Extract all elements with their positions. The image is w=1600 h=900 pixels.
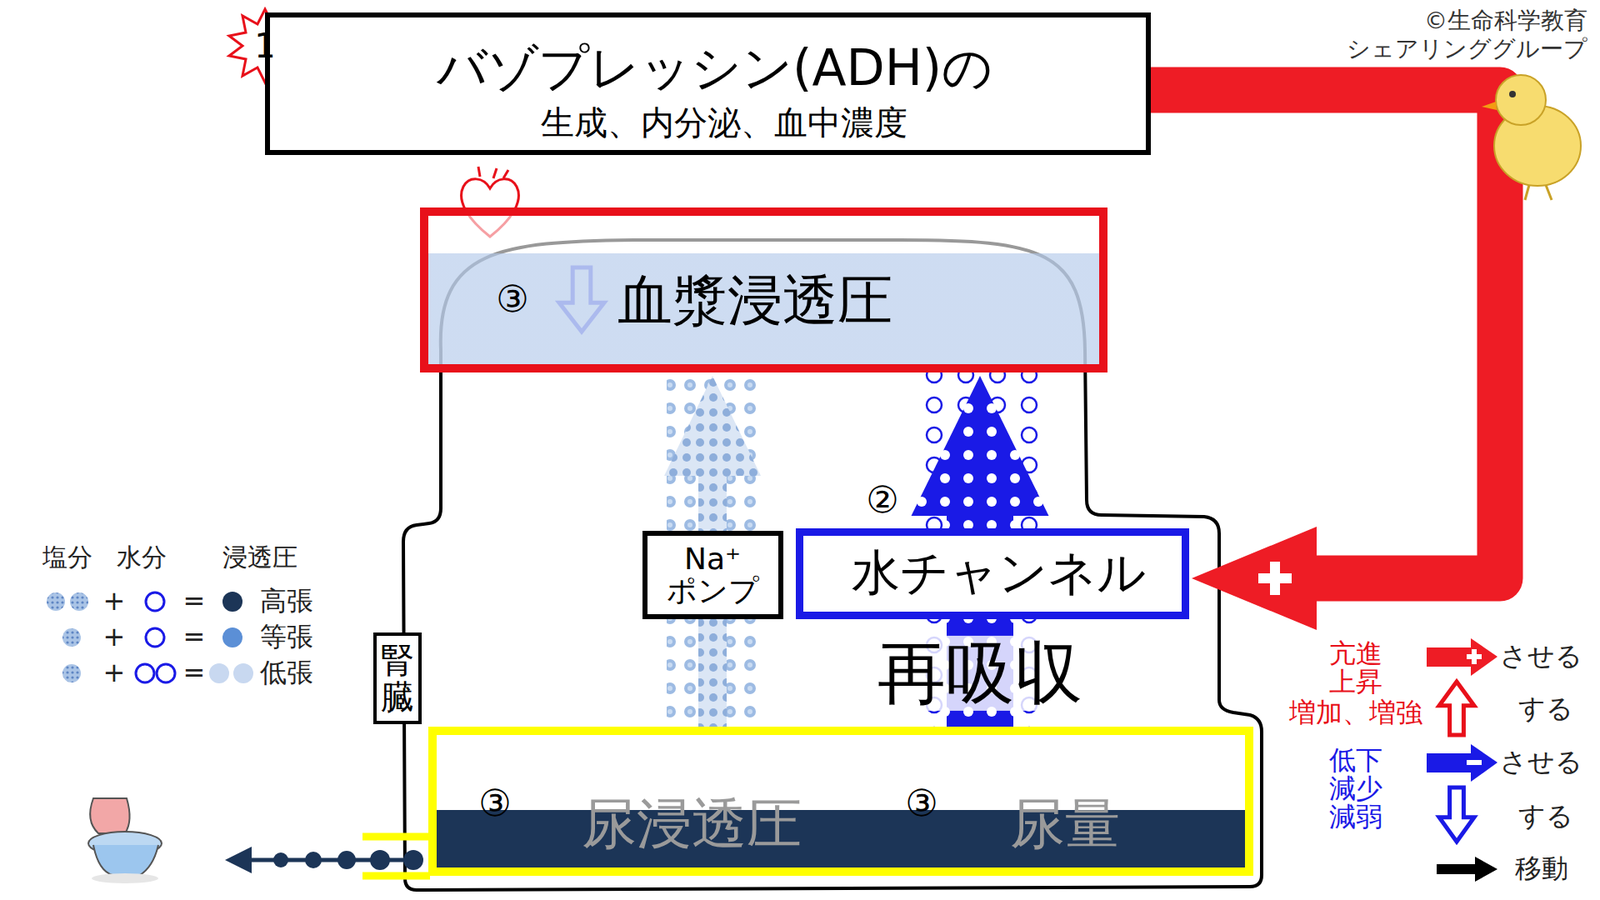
flow-arrow xyxy=(664,375,761,531)
node-text: 水チャンネル xyxy=(851,546,1146,600)
legend-swatch xyxy=(222,591,243,612)
legend-increase-arrow xyxy=(1426,638,1498,676)
legend-text: させる xyxy=(1500,747,1583,777)
swatch-dot xyxy=(233,663,254,684)
arrow-shaft xyxy=(698,619,727,727)
legend-text: する xyxy=(1518,694,1574,724)
chick-illustration xyxy=(1481,75,1581,200)
label-text: = xyxy=(183,622,206,652)
label-text: = xyxy=(183,586,206,616)
label-text: = xyxy=(183,658,206,688)
arrow-head xyxy=(1191,526,1317,630)
label-text: 亢進 上昇 xyxy=(1325,639,1387,696)
legend-swatch xyxy=(209,663,254,684)
node-text: 尿量 xyxy=(1010,794,1120,855)
callout-number: ③ xyxy=(478,783,511,824)
label-text: 増加、増強 xyxy=(1289,698,1423,728)
label-text: + xyxy=(103,622,126,652)
decrease-arrow xyxy=(1439,787,1475,842)
copyright-note: ©生命科学教育 シェアリンググループ xyxy=(1337,6,1588,63)
legend-text: 高張 xyxy=(260,586,314,616)
arrow-head xyxy=(911,375,1050,516)
organ-label-box: 腎臓 xyxy=(373,632,422,725)
label-text: 再吸収 xyxy=(872,635,1088,711)
channel-box: 水チャンネル xyxy=(795,528,1190,620)
plus-sign xyxy=(1270,561,1280,595)
callout-number: ③ xyxy=(905,783,938,824)
label-text: 塩分 xyxy=(42,543,93,571)
legend-text: する xyxy=(1518,801,1574,831)
arrow-shaft xyxy=(698,472,727,531)
legend-move-arrow xyxy=(1436,856,1498,882)
legend-text: 低張 xyxy=(260,658,314,688)
swatch-dot xyxy=(222,627,243,648)
stimulation-arrow xyxy=(1150,90,1500,630)
urine-flow-arrow xyxy=(225,846,424,874)
callout-number: ③ xyxy=(495,279,529,320)
node-text: Na⁺ ポンプ xyxy=(658,543,767,607)
toilet-icon xyxy=(88,798,162,884)
legend-text: 等張 xyxy=(260,622,314,652)
callout-number: 1 xyxy=(254,27,275,65)
label-text: 浸透圧 xyxy=(222,543,298,571)
urine-box: 尿浸透圧 尿量 xyxy=(428,726,1254,876)
arrow-head xyxy=(664,375,761,476)
arrow-symbols xyxy=(377,40,1498,882)
swatch-dot xyxy=(209,663,230,684)
label-text: 水分 xyxy=(116,543,167,571)
pump-box: Na⁺ ポンプ xyxy=(642,530,784,620)
exit-tube xyxy=(362,836,430,876)
node-text: 生成、内分泌、血中濃度 xyxy=(540,104,908,141)
label-text: + xyxy=(103,586,126,616)
increase-arrow xyxy=(1439,681,1475,735)
node-text: 血漿浸透圧 xyxy=(617,270,893,332)
node-text: 尿浸透圧 xyxy=(581,794,802,855)
swatch-dot xyxy=(222,591,243,612)
legend-swatches xyxy=(209,591,254,684)
legend-swatch xyxy=(222,627,243,648)
node-text: バゾプレッシン(ADH)の xyxy=(436,40,993,95)
legend-decrease-arrow xyxy=(1426,744,1498,782)
legend-text: させる xyxy=(1500,641,1583,671)
callout-number: ② xyxy=(865,480,899,520)
arrow-band xyxy=(1150,90,1500,579)
flow-arrow xyxy=(698,619,727,727)
node-text: 腎臓 xyxy=(380,641,415,715)
legend-text: 移動 xyxy=(1515,854,1569,884)
hormone-box: バゾプレッシン(ADH)の生成、内分泌、血中濃度 xyxy=(265,12,1151,155)
label-text: 低下 減少 減弱 xyxy=(1325,745,1387,831)
label-text: + xyxy=(103,658,126,688)
flow-arrow xyxy=(911,375,1050,529)
